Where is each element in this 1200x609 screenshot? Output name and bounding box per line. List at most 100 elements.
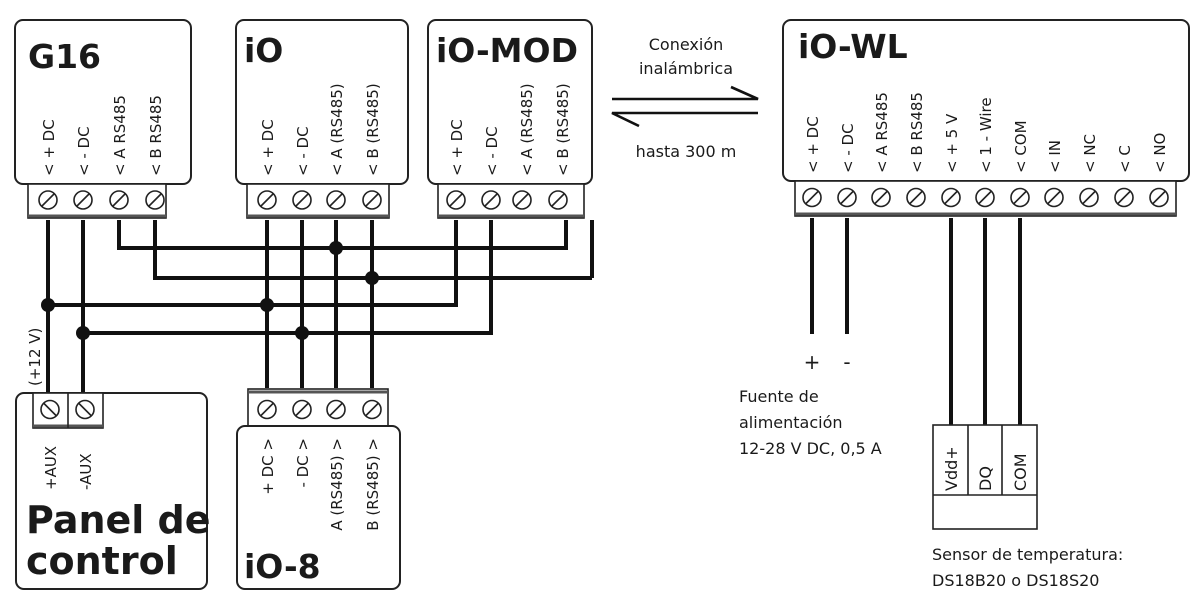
terminal-label: +AUX (42, 446, 60, 490)
device-g16: G16 < + DC < - DC < A RS485 < B RS485 (14, 19, 192, 219)
terminal-label: < A (RS485) (518, 83, 536, 176)
power-supply-line1: Fuente de (739, 387, 819, 406)
screw-terminal-icon (512, 190, 532, 210)
wireless-link: Conexión inalámbrica hasta 300 m (611, 35, 759, 161)
terminal-block (246, 183, 390, 219)
screw-terminal-icon (1079, 187, 1099, 208)
terminal-label: < IN (1046, 140, 1064, 173)
device-title: iO-8 (244, 547, 321, 586)
terminal-label: < + DC (448, 119, 466, 176)
device-title: G16 (28, 37, 101, 76)
screw-terminal-icon (73, 190, 93, 210)
screw-terminal-icon (481, 190, 501, 210)
terminal-label: < - DC (483, 126, 501, 176)
device-title: iO-WL (798, 27, 908, 66)
terminal-labels: < + DC < - DC < A RS485 < B RS485 (40, 95, 165, 176)
screw-terminal-icon (975, 187, 995, 208)
terminal-label: < - DC (294, 126, 312, 176)
screw-terminal-icon (871, 187, 891, 208)
terminal-block (27, 183, 167, 219)
sensor-pin-label: DQ (976, 466, 995, 491)
terminal-label: < COM (1012, 120, 1030, 173)
junction-node (41, 298, 55, 312)
junction-node (260, 298, 274, 312)
wire-bus-a (117, 220, 568, 250)
screw-terminal-icon (292, 399, 312, 420)
sensor-pin-label: Vdd+ (942, 446, 961, 491)
power-supply-line2: alimentación (739, 413, 843, 432)
terminal-label: < NO (1151, 133, 1169, 173)
screw-terminal-icon (257, 190, 277, 210)
screw-terminal-icon (906, 187, 926, 208)
screw-terminal-icon (1149, 187, 1169, 208)
sensor-pin-label: COM (1011, 453, 1030, 491)
terminal-label: < + DC (804, 116, 822, 173)
screw-terminal-icon (548, 190, 568, 210)
screw-terminal-icon (362, 399, 382, 420)
terminal-label: -AUX (77, 453, 95, 490)
terminal-labels: < + DC < - DC < A (RS485) < B (RS485) (259, 83, 382, 176)
device-title: control (26, 539, 178, 583)
screw-terminal-icon (109, 190, 129, 210)
temperature-sensor: Vdd+ DQ COM Sensor de temperatura: DS18B… (932, 424, 1123, 590)
junctions (41, 241, 379, 340)
terminal-label: < 1 - Wire (977, 97, 995, 173)
screw-terminal-icon (326, 190, 346, 210)
device-control-panel: (+12 V) +AUX -AUX Panel de control (15, 328, 211, 590)
terminal-label: < B RS485 (908, 92, 926, 173)
terminal-block (794, 180, 1177, 217)
power-plus-label: + (804, 350, 821, 374)
terminal-label: < A (RS485) (328, 83, 346, 176)
power-supply: + - Fuente de alimentación 12-28 V DC, 0… (739, 350, 882, 458)
screw-terminal-icon (75, 399, 95, 420)
wireless-range: hasta 300 m (636, 142, 737, 161)
terminal-labels: < + DC < - DC < A RS485 < B RS485 < + 5 V < 1… (804, 92, 1169, 173)
power-minus-label: - (843, 350, 850, 374)
power-supply-line3: 12-28 V DC, 0,5 A (739, 439, 882, 458)
device-io: iO < + DC < - DC < A (RS485) < B (RS485) (235, 19, 409, 219)
wire-bus-minus-dc (83, 220, 493, 335)
junction-node (295, 326, 309, 340)
terminal-label: < + DC (40, 119, 58, 176)
terminal-labels: < + DC < - DC < A (RS485) < B (RS485) (448, 83, 572, 176)
terminal-label: < - DC (75, 126, 93, 176)
terminal-label: - DC > (294, 438, 312, 488)
screw-terminal-icon (837, 187, 857, 208)
device-title: iO-MOD (436, 31, 578, 70)
screw-terminal-icon (1114, 187, 1134, 208)
junction-node (329, 241, 343, 255)
screw-terminal-icon (257, 399, 277, 420)
device-title: Panel de (26, 498, 211, 542)
terminal-label: < A RS485 (873, 92, 891, 173)
terminal-label: + DC > (259, 438, 277, 495)
terminal-label: < - DC (839, 123, 857, 173)
screw-terminal-icon (1044, 187, 1064, 208)
voltage-label: (+12 V) (26, 328, 44, 386)
screw-terminal-icon (362, 190, 382, 210)
terminal-block (437, 183, 585, 219)
wireless-label-line2: inalámbrica (639, 59, 733, 78)
screw-terminal-icon (1010, 187, 1030, 208)
terminal-label: B (RS485) > (364, 438, 382, 531)
screw-terminal-icon (802, 187, 822, 208)
junction-node (365, 271, 379, 285)
terminal-label: < + 5 V (943, 113, 961, 173)
screw-terminal-icon (941, 187, 961, 208)
terminal-label: < A RS485 (111, 95, 129, 176)
wire-bus-b (153, 220, 592, 280)
screw-terminal-icon (326, 399, 346, 420)
screw-terminal-icon (38, 190, 58, 210)
wireless-label-line1: Conexión (649, 35, 724, 54)
terminal-label: < + DC (259, 119, 277, 176)
terminal-label: < NC (1081, 134, 1099, 173)
device-io-mod: iO-MOD < + DC < - DC < A (RS485) < B (RS… (427, 19, 593, 219)
terminal-label: < B (RS485) (554, 83, 572, 176)
terminal-block (247, 388, 389, 427)
terminal-label: < B RS485 (147, 95, 165, 176)
sensor-caption-line1: Sensor de temperatura: (932, 545, 1123, 564)
wire-bus-plus-dc (48, 220, 458, 307)
device-io-wl: iO-WL < + DC< - DC< A RS485< B RS485< + … (782, 19, 1190, 217)
terminal-label: A (RS485) > (328, 438, 346, 531)
terminal-block (32, 392, 104, 429)
